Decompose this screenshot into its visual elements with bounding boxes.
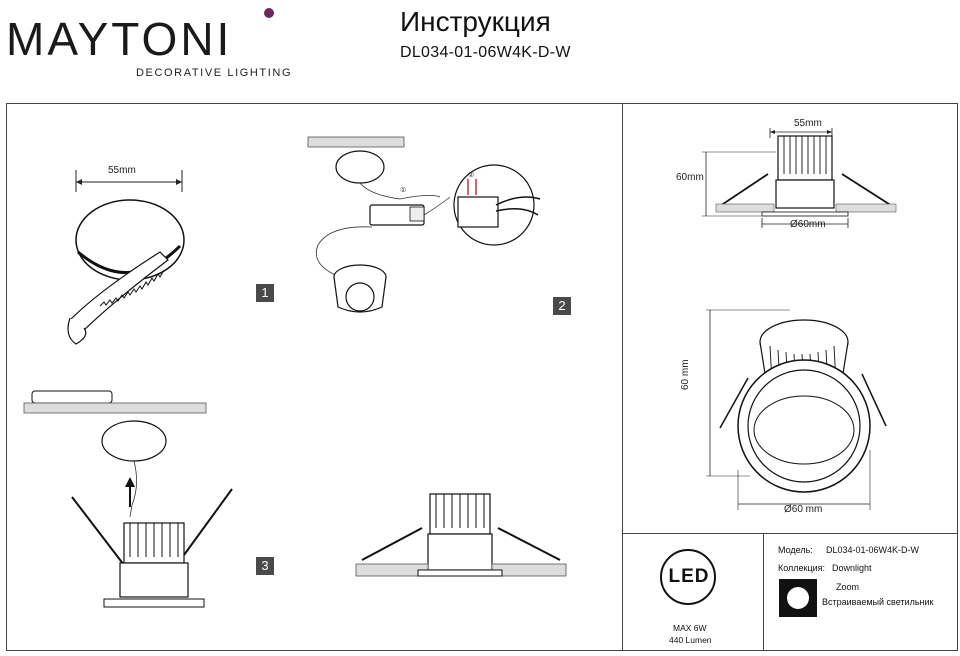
perspective-height-dimension: 60 mm [680, 359, 691, 390]
step-1-badge: 1 [256, 284, 274, 302]
page-title: Инструкция [400, 6, 551, 37]
collection-label: Коллекция: [778, 563, 826, 573]
lumen-output: 440 Lumen [669, 635, 712, 645]
collection-name: Zoom [836, 582, 860, 592]
top-width-dimension: 55mm [794, 118, 822, 129]
brand-tagline: DECORATIVE LIGHTING [136, 67, 293, 79]
model-value: DL034-01-06W4K-D-W [826, 545, 920, 555]
cutout-drawing [67, 170, 185, 345]
wiring-mark-1: ① [400, 186, 406, 194]
model-label: Модель: [778, 545, 813, 555]
insertion-drawing [23, 390, 233, 608]
step-2-badge: 2 [553, 297, 571, 315]
collection-value: Downlight [832, 563, 872, 573]
brand-accent-dot [264, 8, 274, 18]
spec-column-divider [763, 533, 764, 651]
hand-saw-icon [67, 251, 169, 345]
max-power: MAX 6W [673, 623, 707, 633]
cutout-dimension: 55mm [108, 165, 136, 176]
step-3-badge: 3 [256, 557, 274, 575]
product-type: Встраиваемый светильник [822, 597, 934, 607]
led-badge [660, 549, 716, 605]
perspective-diameter-dimension: Ø60 mm [784, 504, 823, 515]
instruction-frame [6, 103, 958, 651]
perspective-view-drawing [706, 309, 887, 510]
side-view-drawing [702, 128, 897, 228]
side-height-dimension: 60mm [676, 172, 704, 183]
spec-divider [622, 533, 958, 534]
wiring-drawing: ① ② [307, 136, 541, 313]
round-lamp-icon [779, 579, 817, 617]
model-code: DL034-01-06W4K-D-W [400, 44, 571, 61]
brand-logo: MAYTONI [6, 13, 233, 65]
panel-divider [622, 103, 623, 651]
arrow-up-icon [125, 477, 135, 507]
led-label: LED [668, 566, 710, 587]
installed-drawing [355, 493, 567, 577]
bottom-diameter-dimension: Ø60mm [790, 219, 826, 230]
wiring-mark-2: ② [468, 171, 474, 179]
led-driver-icon [369, 204, 425, 226]
